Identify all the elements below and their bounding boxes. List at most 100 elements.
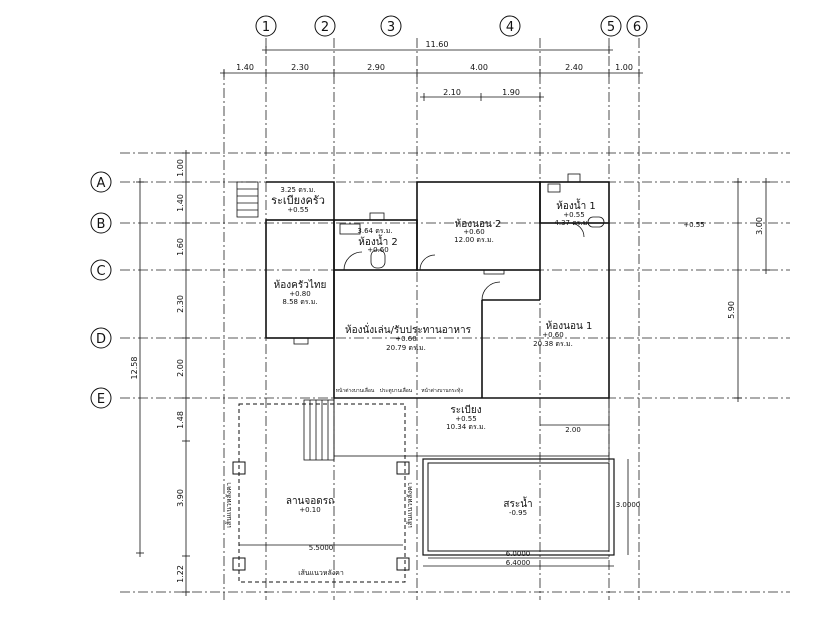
window-mark [483, 269, 505, 275]
dim-terrace: 2.00 [565, 426, 581, 434]
horizontal-grid-lines [120, 152, 790, 593]
terrace: 2.00 [303, 397, 610, 461]
grid-col-3: 3 [387, 20, 395, 35]
grid-col-1: 1 [262, 20, 270, 35]
dim-left-8: 1.22 [176, 565, 185, 583]
vent-icon-2 [369, 212, 385, 221]
dim-top-3: 2.90 [367, 63, 385, 72]
bath2-level: +0.60 [367, 246, 388, 254]
column-grid-bubbles: 1 2 3 4 5 6 [255, 15, 648, 37]
fixtures [293, 173, 605, 345]
terrace-name: ระเบียง [450, 404, 481, 416]
dim-top-1: 1.40 [236, 63, 254, 72]
grid-bubble-3 [380, 15, 402, 37]
annotation-labels: หน้าต่างบานเลื่อน ประตูบานเลื่อน หน้าต่า… [225, 387, 463, 577]
grid-col-6: 6 [633, 20, 641, 35]
dim-left-5: 2.00 [176, 359, 185, 377]
dim-pool-inner: 6.0000 [506, 550, 531, 558]
grid-bubble-4 [499, 15, 521, 37]
living-area: 20.79 ตร.ม. [386, 344, 426, 352]
grid-col-4: 4 [506, 20, 514, 35]
toilet-icon-2 [587, 216, 605, 228]
room-labels: 3.25 ตร.ม. ระเบียงครัว +0.55 ห้องครัวไทย… [271, 186, 705, 517]
window-label-3: หน้าต่างบานกระทุ้ง [421, 387, 463, 394]
bedroom2-level: +0.60 [463, 228, 484, 236]
bath1-area: 4.37 ตร.ม. [554, 219, 589, 227]
vent-icon [567, 173, 581, 183]
roof-line-right: เส้นแนวหลังคา [406, 482, 414, 528]
bedroom2-name: ห้องนอน 2 [455, 218, 502, 230]
terrace-level: +0.55 [455, 415, 476, 423]
dim-left-4: 2.30 [176, 295, 185, 313]
pool: 6.0000 6.4000 3.0000 [422, 458, 641, 567]
porch-stairs [236, 181, 259, 218]
grid-bubble-6 [626, 15, 648, 37]
column-1 [232, 461, 246, 475]
kitchen-porch-name: ระเบียงครัว [271, 194, 325, 207]
bath2-area: 3.64 ตร.ม. [357, 227, 392, 235]
dim-left-total: 12.58 [130, 357, 139, 380]
dim-top-6: 1.00 [615, 63, 633, 72]
grid-bubble-E [90, 387, 112, 409]
grid-col-5: 5 [607, 20, 615, 35]
dim-pool-h: 3.0000 [616, 501, 641, 509]
vertical-grid-lines [223, 38, 640, 600]
grid-bubble-B [90, 212, 112, 234]
roof-line-bottom: เส้นแนวหลังคา [298, 569, 344, 577]
thai-kitchen-level: +0.80 [289, 290, 310, 298]
grid-row-E: E [97, 392, 105, 407]
dim-pool-outer: 6.4000 [506, 559, 531, 567]
grid-bubble-A [90, 171, 112, 193]
grid-row-C: C [96, 264, 105, 279]
pool-name: สระน้ำ [503, 496, 532, 510]
sink-icon [339, 223, 361, 235]
kitchen-porch-level: +0.55 [287, 206, 308, 214]
right-dimensions: 3.00 5.90 [727, 178, 770, 402]
dim-sub-1: 2.10 [443, 88, 461, 97]
bedroom1-area: 20.38 ตร.ม. [533, 340, 573, 348]
grid-row-A: A [97, 176, 106, 191]
bedroom2-area: 12.00 ตร.ม. [454, 236, 494, 244]
dim-carport: 5.5000 [309, 544, 334, 552]
bedroom1-level: +0.60 [542, 331, 563, 339]
dim-top-2: 2.30 [291, 63, 309, 72]
top-dimensions: 11.60 1.40 2.30 2.90 4.00 2.40 1.00 2.10… [220, 40, 643, 101]
carport-level: +0.10 [299, 506, 320, 514]
thai-kitchen-area: 8.58 ตร.ม. [282, 298, 317, 306]
dim-left-7: 3.90 [176, 489, 185, 507]
dim-left-3: 1.60 [176, 238, 185, 256]
row-grid-bubbles: A B C D E [90, 171, 112, 409]
grid-bubble-1 [255, 15, 277, 37]
dim-overall-top: 11.60 [426, 40, 449, 49]
living-level: +0.60 [395, 335, 416, 343]
column-2 [396, 461, 410, 475]
carport-name: ลานจอดรถ [286, 496, 334, 507]
terrace-area: 10.34 ตร.ม. [446, 423, 486, 431]
living-name: ห้องนั่งเล่น/รับประทานอาหาร [345, 322, 472, 336]
bath2-name: ห้องน้ำ 2 [358, 234, 397, 248]
dim-right-a: 3.00 [755, 217, 764, 235]
dim-left-6: 1.48 [176, 411, 185, 429]
doors [343, 222, 585, 301]
column-4 [396, 557, 410, 571]
thai-kitchen-name: ห้องครัวไทย [274, 279, 327, 291]
grid-bubble-5 [600, 15, 622, 37]
grid-bubble-D [90, 327, 112, 349]
bath1-name: ห้องน้ำ 1 [556, 198, 595, 212]
dim-sub-2: 1.90 [502, 88, 520, 97]
basin-icon [547, 183, 561, 193]
toilet-icon [370, 249, 386, 269]
window-label-2: ประตูบานเลื่อน [380, 387, 413, 394]
grid-bubble-C [90, 259, 112, 281]
dim-right-b: 5.90 [727, 301, 736, 319]
grid-col-2: 2 [321, 20, 329, 35]
dim-top-5: 2.40 [565, 63, 583, 72]
grid-bubble-2 [314, 15, 336, 37]
roof-line-left: เส้นแนวหลังคา [225, 482, 233, 528]
bath1-level: +0.55 [563, 211, 584, 219]
window-label-1: หน้าต่างบานเลื่อน [336, 387, 375, 394]
grid-row-B: B [97, 217, 106, 232]
bath1-outside-level: +0.55 [683, 221, 704, 229]
dim-left-2: 1.40 [176, 194, 185, 212]
